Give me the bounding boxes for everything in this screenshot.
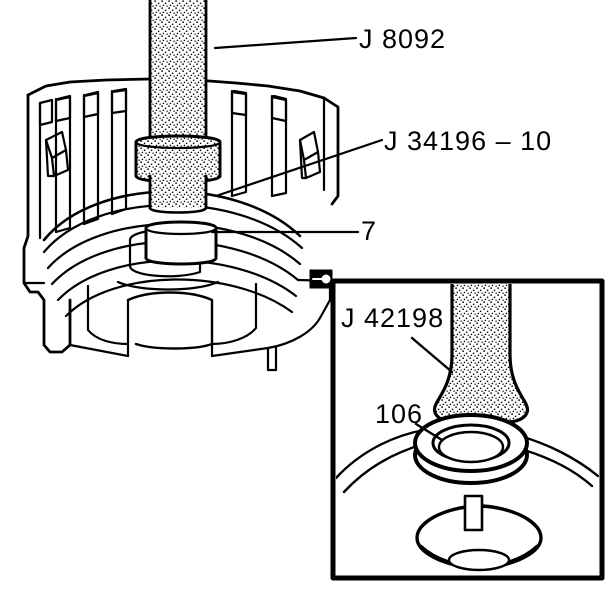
installer-shaft-lower [148,174,208,214]
inset-seal-ring [413,413,529,485]
leader-j8092 [213,36,358,50]
detail-view-contents [336,284,599,572]
installer-collar [134,134,222,184]
driver-handle-shaft [148,0,208,142]
leader-j34196 [214,138,384,198]
detail-view-marker [309,269,333,289]
callout-label-j42198: J 42198 [341,303,445,333]
leader-j42198 [410,336,454,374]
callout-label-j8092: J 8092 [359,24,447,54]
inset-hub-boss [415,494,543,572]
leader-106 [414,422,444,442]
leader-lines [210,36,384,234]
seal-cylinder [144,220,218,266]
callout-label-7: 7 [361,216,378,246]
callout-label-106: 106 [375,399,424,429]
callout-label-j34196: J 34196 – 10 [384,126,553,156]
